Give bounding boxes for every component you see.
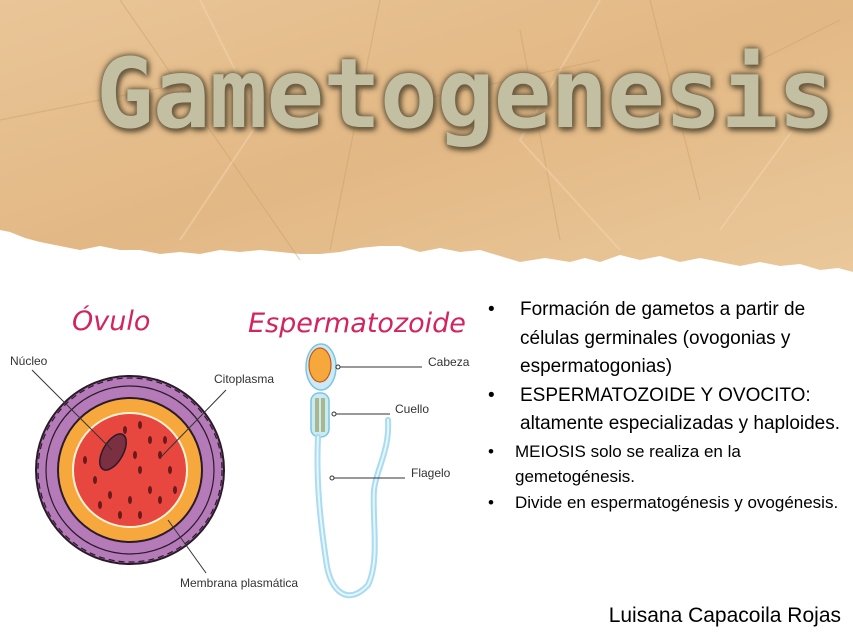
bullet-item: ESPERMATOZOIDE Y OVOCITO: altamente espe… (484, 382, 844, 439)
label-membrana: Membrana plasmática (180, 576, 298, 590)
sperm-illustration (305, 343, 392, 599)
bullet-item: Divide en espermatogénesis y ovogénesis. (484, 490, 844, 516)
label-cabeza: Cabeza (428, 355, 470, 369)
espermatozoide-heading: Espermatozoide (248, 308, 466, 339)
torn-paper-banner (0, 0, 853, 272)
main-bullets: Formación de gametos a partir de células… (484, 296, 844, 439)
ovulo-heading: Óvulo (72, 305, 150, 337)
ovum-illustration (35, 375, 225, 565)
gamete-diagram: Óvulo Núcleo Citoplasma Membrana plasmát… (10, 305, 470, 599)
secondary-bullets: MEIOSIS solo se realiza en la gemetogéne… (484, 439, 844, 516)
label-flagelo: Flagelo (411, 466, 451, 480)
label-citoplasma: Citoplasma (214, 372, 274, 386)
author-name: Luisana Capacoila Rojas (608, 604, 841, 627)
bullet-list-container: Formación de gametos a partir de células… (484, 296, 844, 515)
slide-title: Gametogenesis (96, 38, 835, 150)
bullet-item: MEIOSIS solo se realiza en la gemetogéne… (484, 439, 844, 490)
bullet-item: Formación de gametos a partir de células… (484, 296, 844, 382)
label-nucleo: Núcleo (10, 354, 48, 368)
label-cuello: Cuello (395, 402, 429, 416)
